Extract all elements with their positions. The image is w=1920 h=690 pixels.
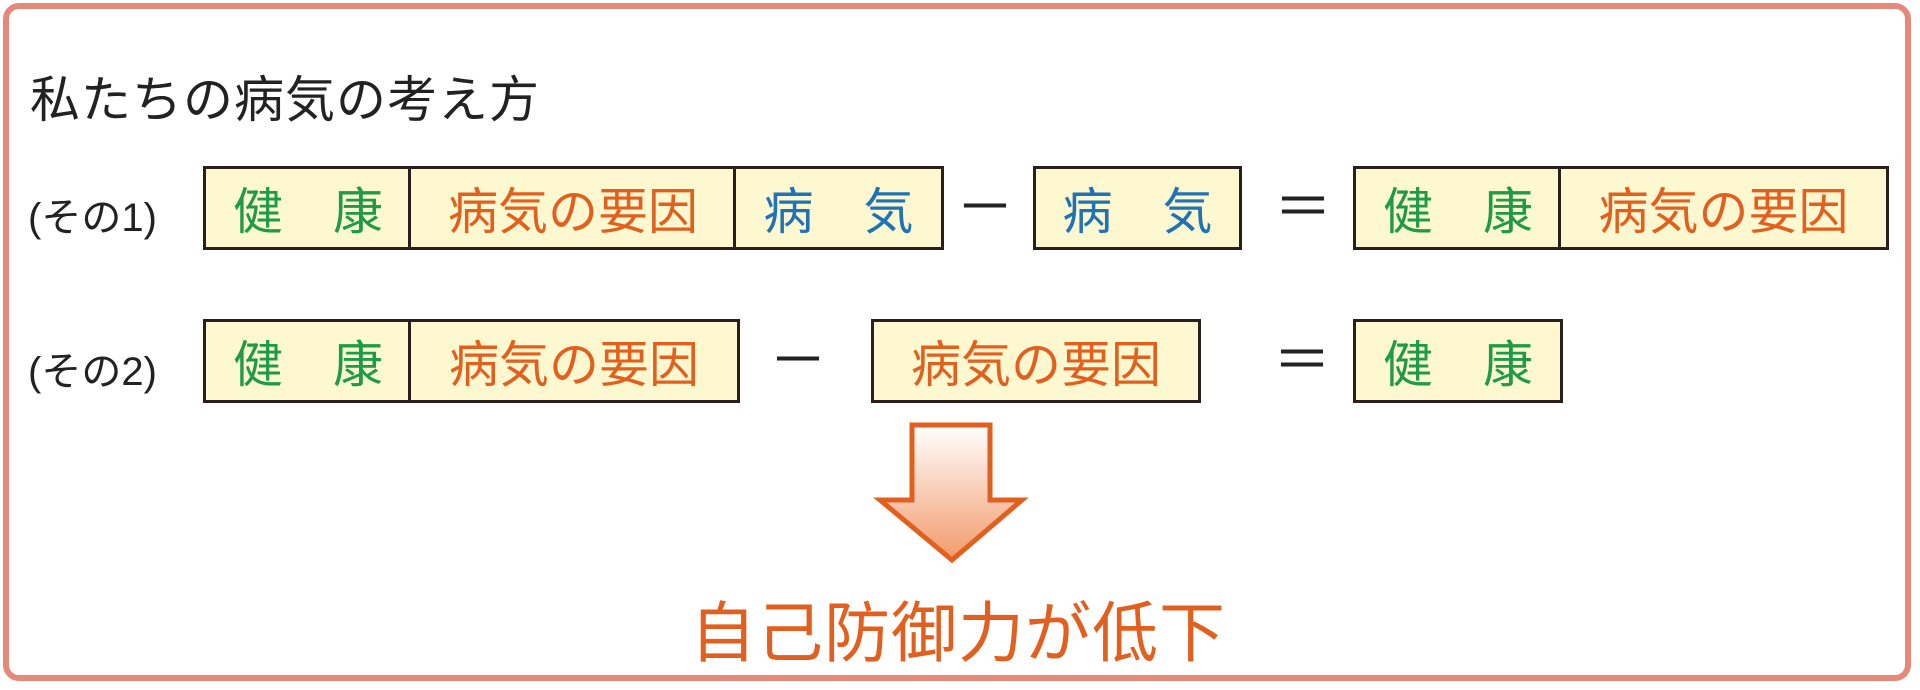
- row2-cause-box: 病気の要因: [408, 319, 740, 403]
- diagram-title: 私たちの病気の考え方: [30, 71, 540, 129]
- row1-cause-box: 病気の要因: [408, 166, 738, 250]
- row1-subtract-illness-box: 病 気: [1033, 166, 1242, 250]
- row1-minus-sign: －: [955, 173, 1014, 241]
- row2-result-health-box: 健 康: [1353, 319, 1563, 403]
- row2-subtract-cause-box: 病気の要因: [871, 319, 1201, 403]
- down-arrow-icon: [873, 422, 1029, 564]
- row2-health-box: 健 康: [203, 319, 413, 403]
- conclusion-text: 自己防御力が低下: [690, 595, 1226, 672]
- row2-label: (その2): [28, 350, 157, 394]
- row1-result-cause-box: 病気の要因: [1558, 166, 1889, 250]
- row1-result-health-box: 健 康: [1353, 166, 1563, 250]
- row1-equals-sign: ＝: [1273, 173, 1332, 241]
- row1-illness-box: 病 気: [733, 166, 944, 250]
- row2-equals-sign: ＝: [1272, 326, 1331, 394]
- row1-health-box: 健 康: [203, 166, 413, 250]
- row2-minus-sign: －: [768, 326, 827, 394]
- row1-label: (その1): [28, 196, 157, 240]
